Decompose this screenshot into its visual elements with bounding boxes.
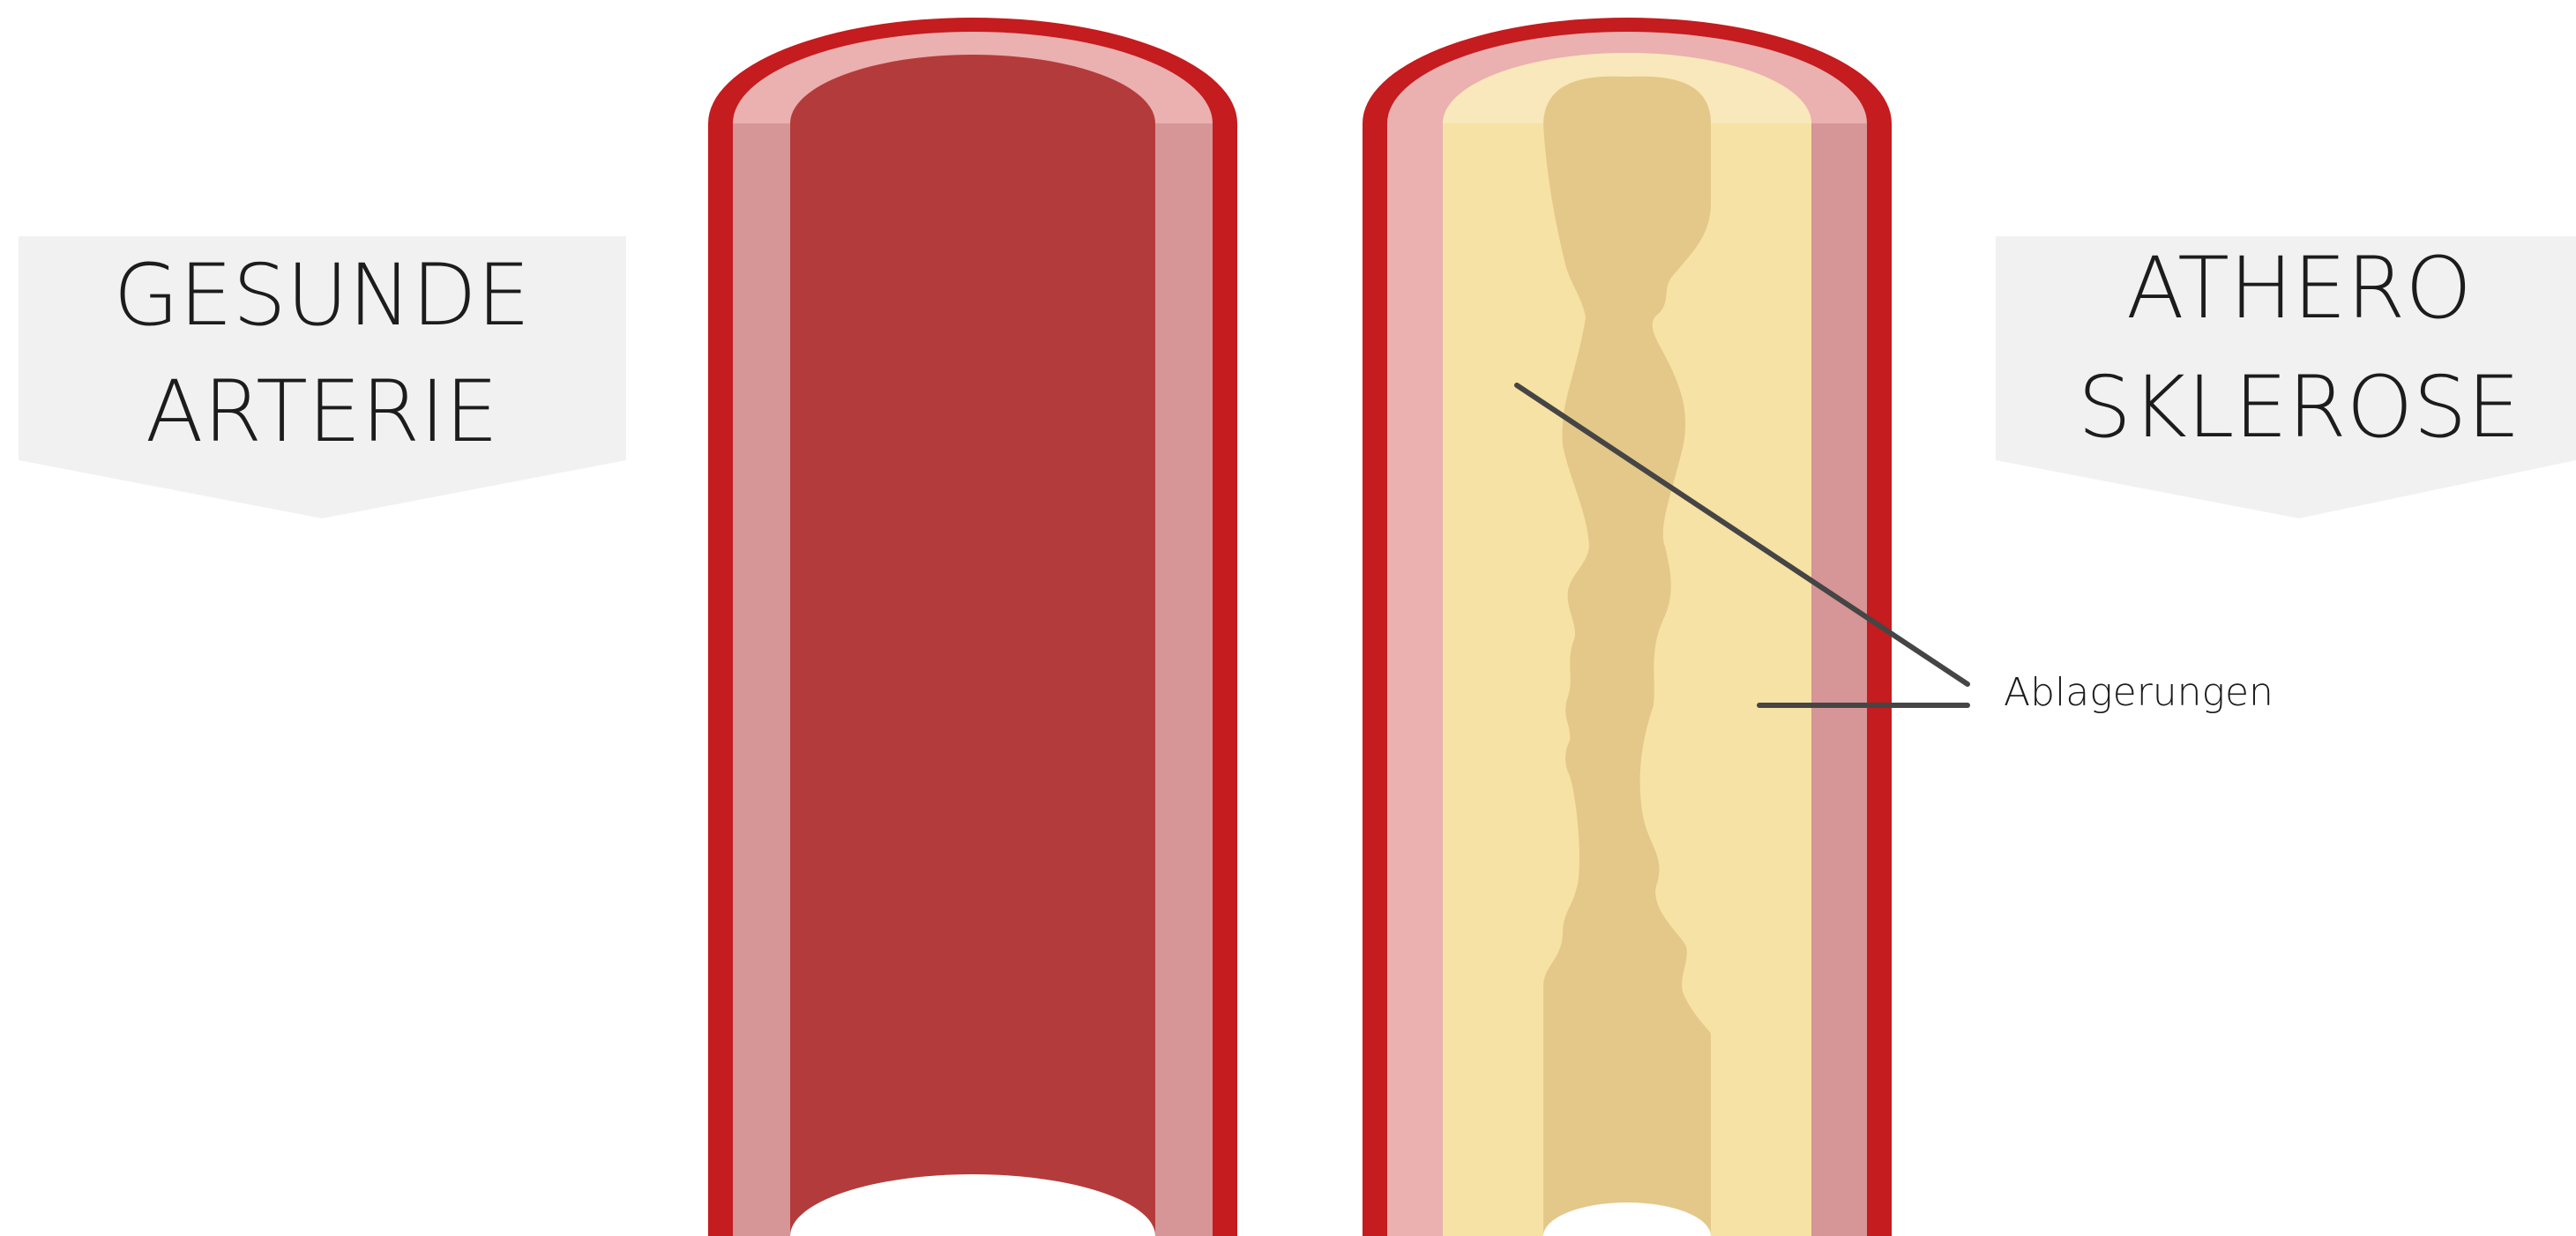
diseased-artery-right-middle-wall bbox=[1811, 123, 1867, 1236]
deposits-callout: Ablagerungen bbox=[1514, 383, 2274, 715]
healthy-artery bbox=[708, 18, 1237, 1236]
narrowed-lumen bbox=[1543, 76, 1711, 1236]
healthy-label-line2: ARTERIE bbox=[146, 362, 498, 461]
diseased-artery-bottom-opening bbox=[1543, 1202, 1711, 1236]
atherosclerosis-label-line1: ATHERO bbox=[2126, 239, 2472, 338]
deposits-leader-line-diagonal bbox=[1514, 383, 1970, 687]
healthy-artery-bottom-opening bbox=[790, 1174, 1155, 1236]
atherosclerosis-banner: ATHERO SKLEROSE bbox=[1996, 236, 2576, 518]
atherosclerosis-banner-shape bbox=[1996, 236, 2576, 518]
healthy-artery-banner: GESUNDE ARTERIE bbox=[19, 236, 626, 518]
healthy-label-line1: GESUNDE bbox=[114, 246, 531, 345]
atherosclerosis-label-line2: SKLEROSE bbox=[2078, 358, 2520, 457]
healthy-banner-shape bbox=[19, 236, 626, 518]
healthy-artery-lumen bbox=[790, 55, 1155, 1236]
diseased-artery-left-middle-wall bbox=[1387, 123, 1444, 1236]
deposits-label: Ablagerungen bbox=[2004, 670, 2274, 715]
diseased-artery bbox=[1363, 18, 1892, 1236]
